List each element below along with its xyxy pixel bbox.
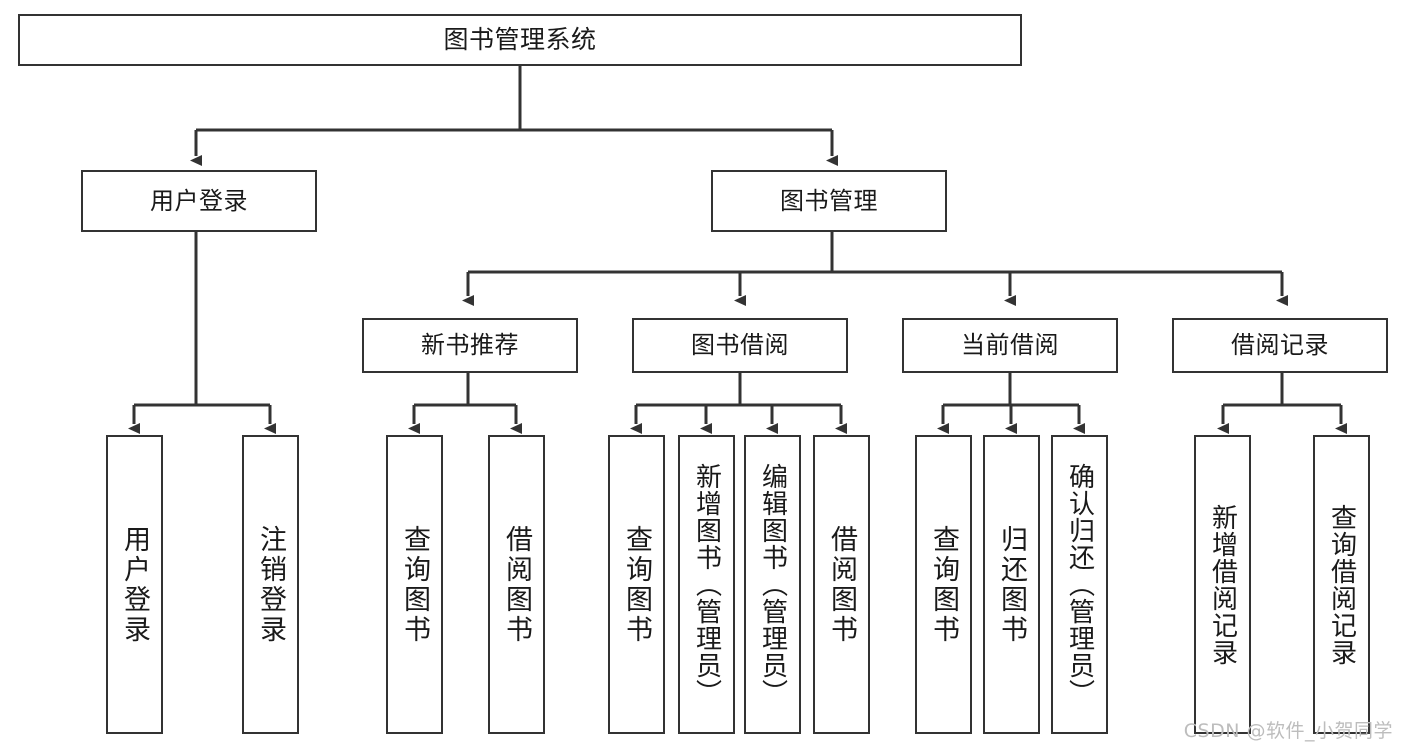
- leaf-query-book-1-label: 查询图书: [399, 524, 430, 645]
- leaf-add-borrow-record[interactable]: 新增借阅记录: [1194, 435, 1251, 734]
- leaf-query-book-3-label: 查询图书: [928, 524, 959, 645]
- leaf-borrow-book-2[interactable]: 借阅图书: [813, 435, 870, 734]
- leaf-query-book-1[interactable]: 查询图书: [386, 435, 443, 734]
- leaf-user-login[interactable]: 用户登录: [106, 435, 163, 734]
- leaf-borrow-book-1-label: 借阅图书: [501, 524, 532, 645]
- leaf-return-book[interactable]: 归还图书: [983, 435, 1040, 734]
- node-book-manage[interactable]: 图书管理: [711, 170, 947, 232]
- leaf-logout-login-label: 注销登录: [255, 524, 286, 645]
- leaf-confirm-return-admin[interactable]: 确认归还（管理员）: [1051, 435, 1108, 734]
- node-current-borrow-label: 当前借阅: [961, 331, 1059, 360]
- node-user-login[interactable]: 用户登录: [81, 170, 317, 232]
- node-book-borrow-label: 图书借阅: [691, 331, 789, 360]
- leaf-return-book-label: 归还图书: [996, 524, 1027, 645]
- watermark: CSDN @软件_小贺同学: [1183, 720, 1393, 742]
- leaf-query-borrow-record[interactable]: 查询借阅记录: [1313, 435, 1370, 734]
- leaf-edit-book-admin-label: 编辑图书（管理员）: [757, 463, 788, 706]
- leaf-edit-book-admin[interactable]: 编辑图书（管理员）: [744, 435, 801, 734]
- node-borrow-record[interactable]: 借阅记录: [1172, 318, 1388, 373]
- node-new-book-recommend[interactable]: 新书推荐: [362, 318, 578, 373]
- leaf-query-book-2[interactable]: 查询图书: [608, 435, 665, 734]
- leaf-confirm-return-admin-label: 确认归还（管理员）: [1064, 463, 1095, 706]
- node-book-borrow[interactable]: 图书借阅: [632, 318, 848, 373]
- leaf-borrow-book-2-label: 借阅图书: [826, 524, 857, 645]
- leaf-query-borrow-record-label: 查询借阅记录: [1326, 503, 1357, 666]
- leaf-add-borrow-record-label: 新增借阅记录: [1207, 503, 1238, 666]
- node-new-book-recommend-label: 新书推荐: [421, 331, 519, 360]
- leaf-query-book-2-label: 查询图书: [621, 524, 652, 645]
- node-user-login-label: 用户登录: [150, 186, 248, 215]
- leaf-query-book-3[interactable]: 查询图书: [915, 435, 972, 734]
- node-book-manage-label: 图书管理: [780, 186, 878, 215]
- leaf-user-login-label: 用户登录: [119, 524, 150, 645]
- leaf-borrow-book-1[interactable]: 借阅图书: [488, 435, 545, 734]
- leaf-add-book-admin-label: 新增图书（管理员）: [691, 463, 722, 706]
- node-root[interactable]: 图书管理系统: [18, 14, 1022, 66]
- leaf-add-book-admin[interactable]: 新增图书（管理员）: [678, 435, 735, 734]
- node-root-label: 图书管理系统: [443, 25, 597, 55]
- node-current-borrow[interactable]: 当前借阅: [902, 318, 1118, 373]
- node-borrow-record-label: 借阅记录: [1231, 331, 1329, 360]
- leaf-logout-login[interactable]: 注销登录: [242, 435, 299, 734]
